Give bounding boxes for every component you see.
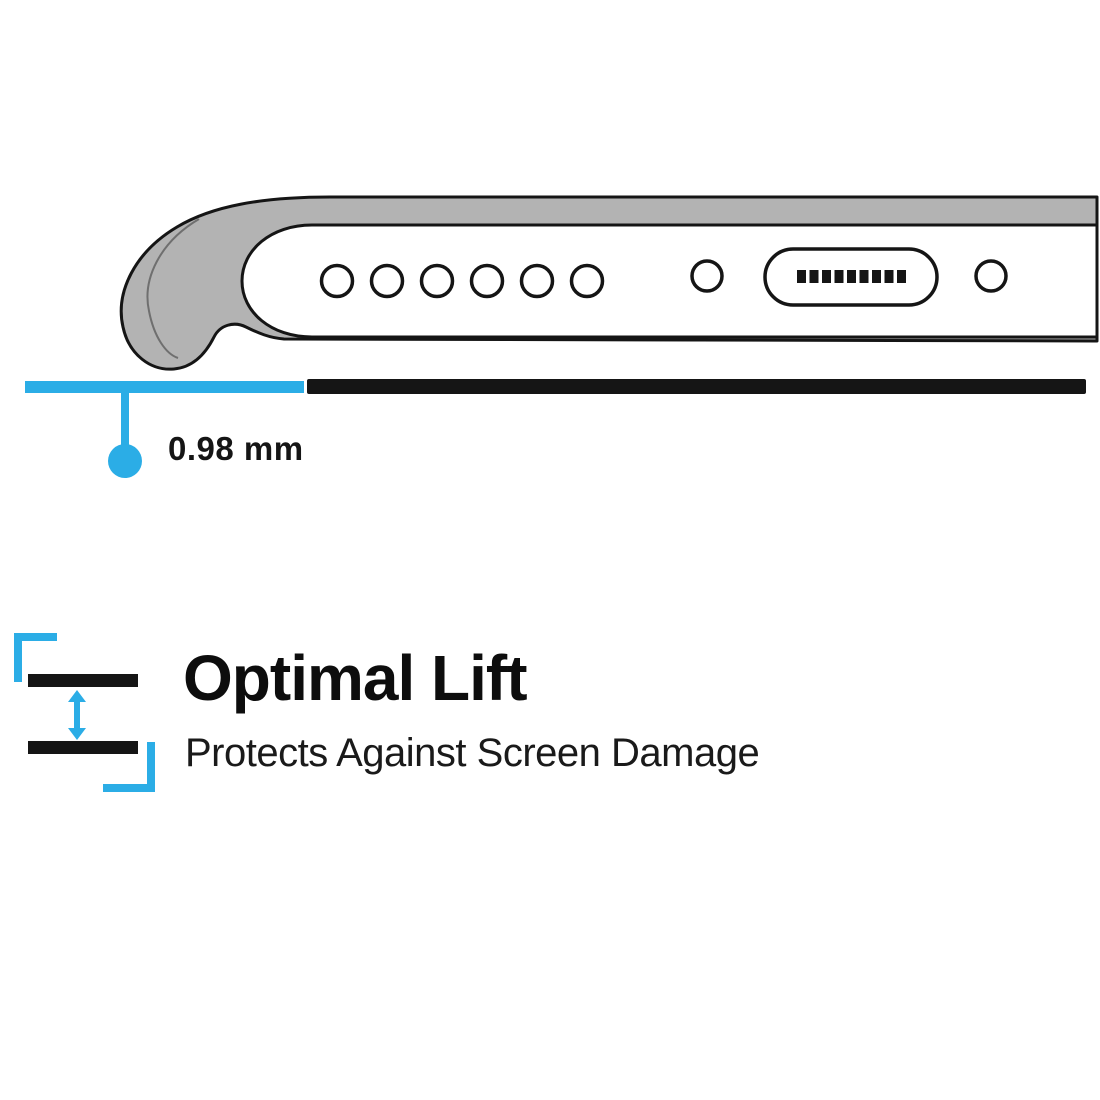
icon-top-surface — [28, 674, 138, 687]
feature-title: Optimal Lift — [183, 642, 528, 714]
speaker-hole — [469, 263, 505, 299]
screw-hole — [974, 259, 1008, 293]
measurement-dot — [108, 444, 142, 478]
speaker-holes — [319, 263, 605, 299]
speaker-hole — [569, 263, 605, 299]
bracket-bottom-right-icon — [103, 742, 155, 792]
charging-port-pins — [797, 270, 906, 283]
measurement-label: 0.98 mm — [168, 430, 304, 467]
surface-line-blue — [25, 381, 304, 393]
icon-bottom-surface — [28, 741, 138, 754]
microphone-hole — [690, 259, 724, 293]
phone-case-diagram — [25, 195, 1099, 478]
speaker-hole — [319, 263, 355, 299]
speaker-hole — [419, 263, 455, 299]
speaker-hole — [519, 263, 555, 299]
lift-feature-icon — [14, 633, 155, 792]
feature-subtitle: Protects Against Screen Damage — [185, 731, 760, 775]
measurement-line — [121, 392, 129, 448]
bracket-top-left-icon — [14, 633, 57, 682]
surface-line-black — [307, 379, 1086, 394]
speaker-hole — [369, 263, 405, 299]
gap-arrow-icon — [68, 690, 86, 740]
case-inner-rim — [146, 218, 200, 359]
